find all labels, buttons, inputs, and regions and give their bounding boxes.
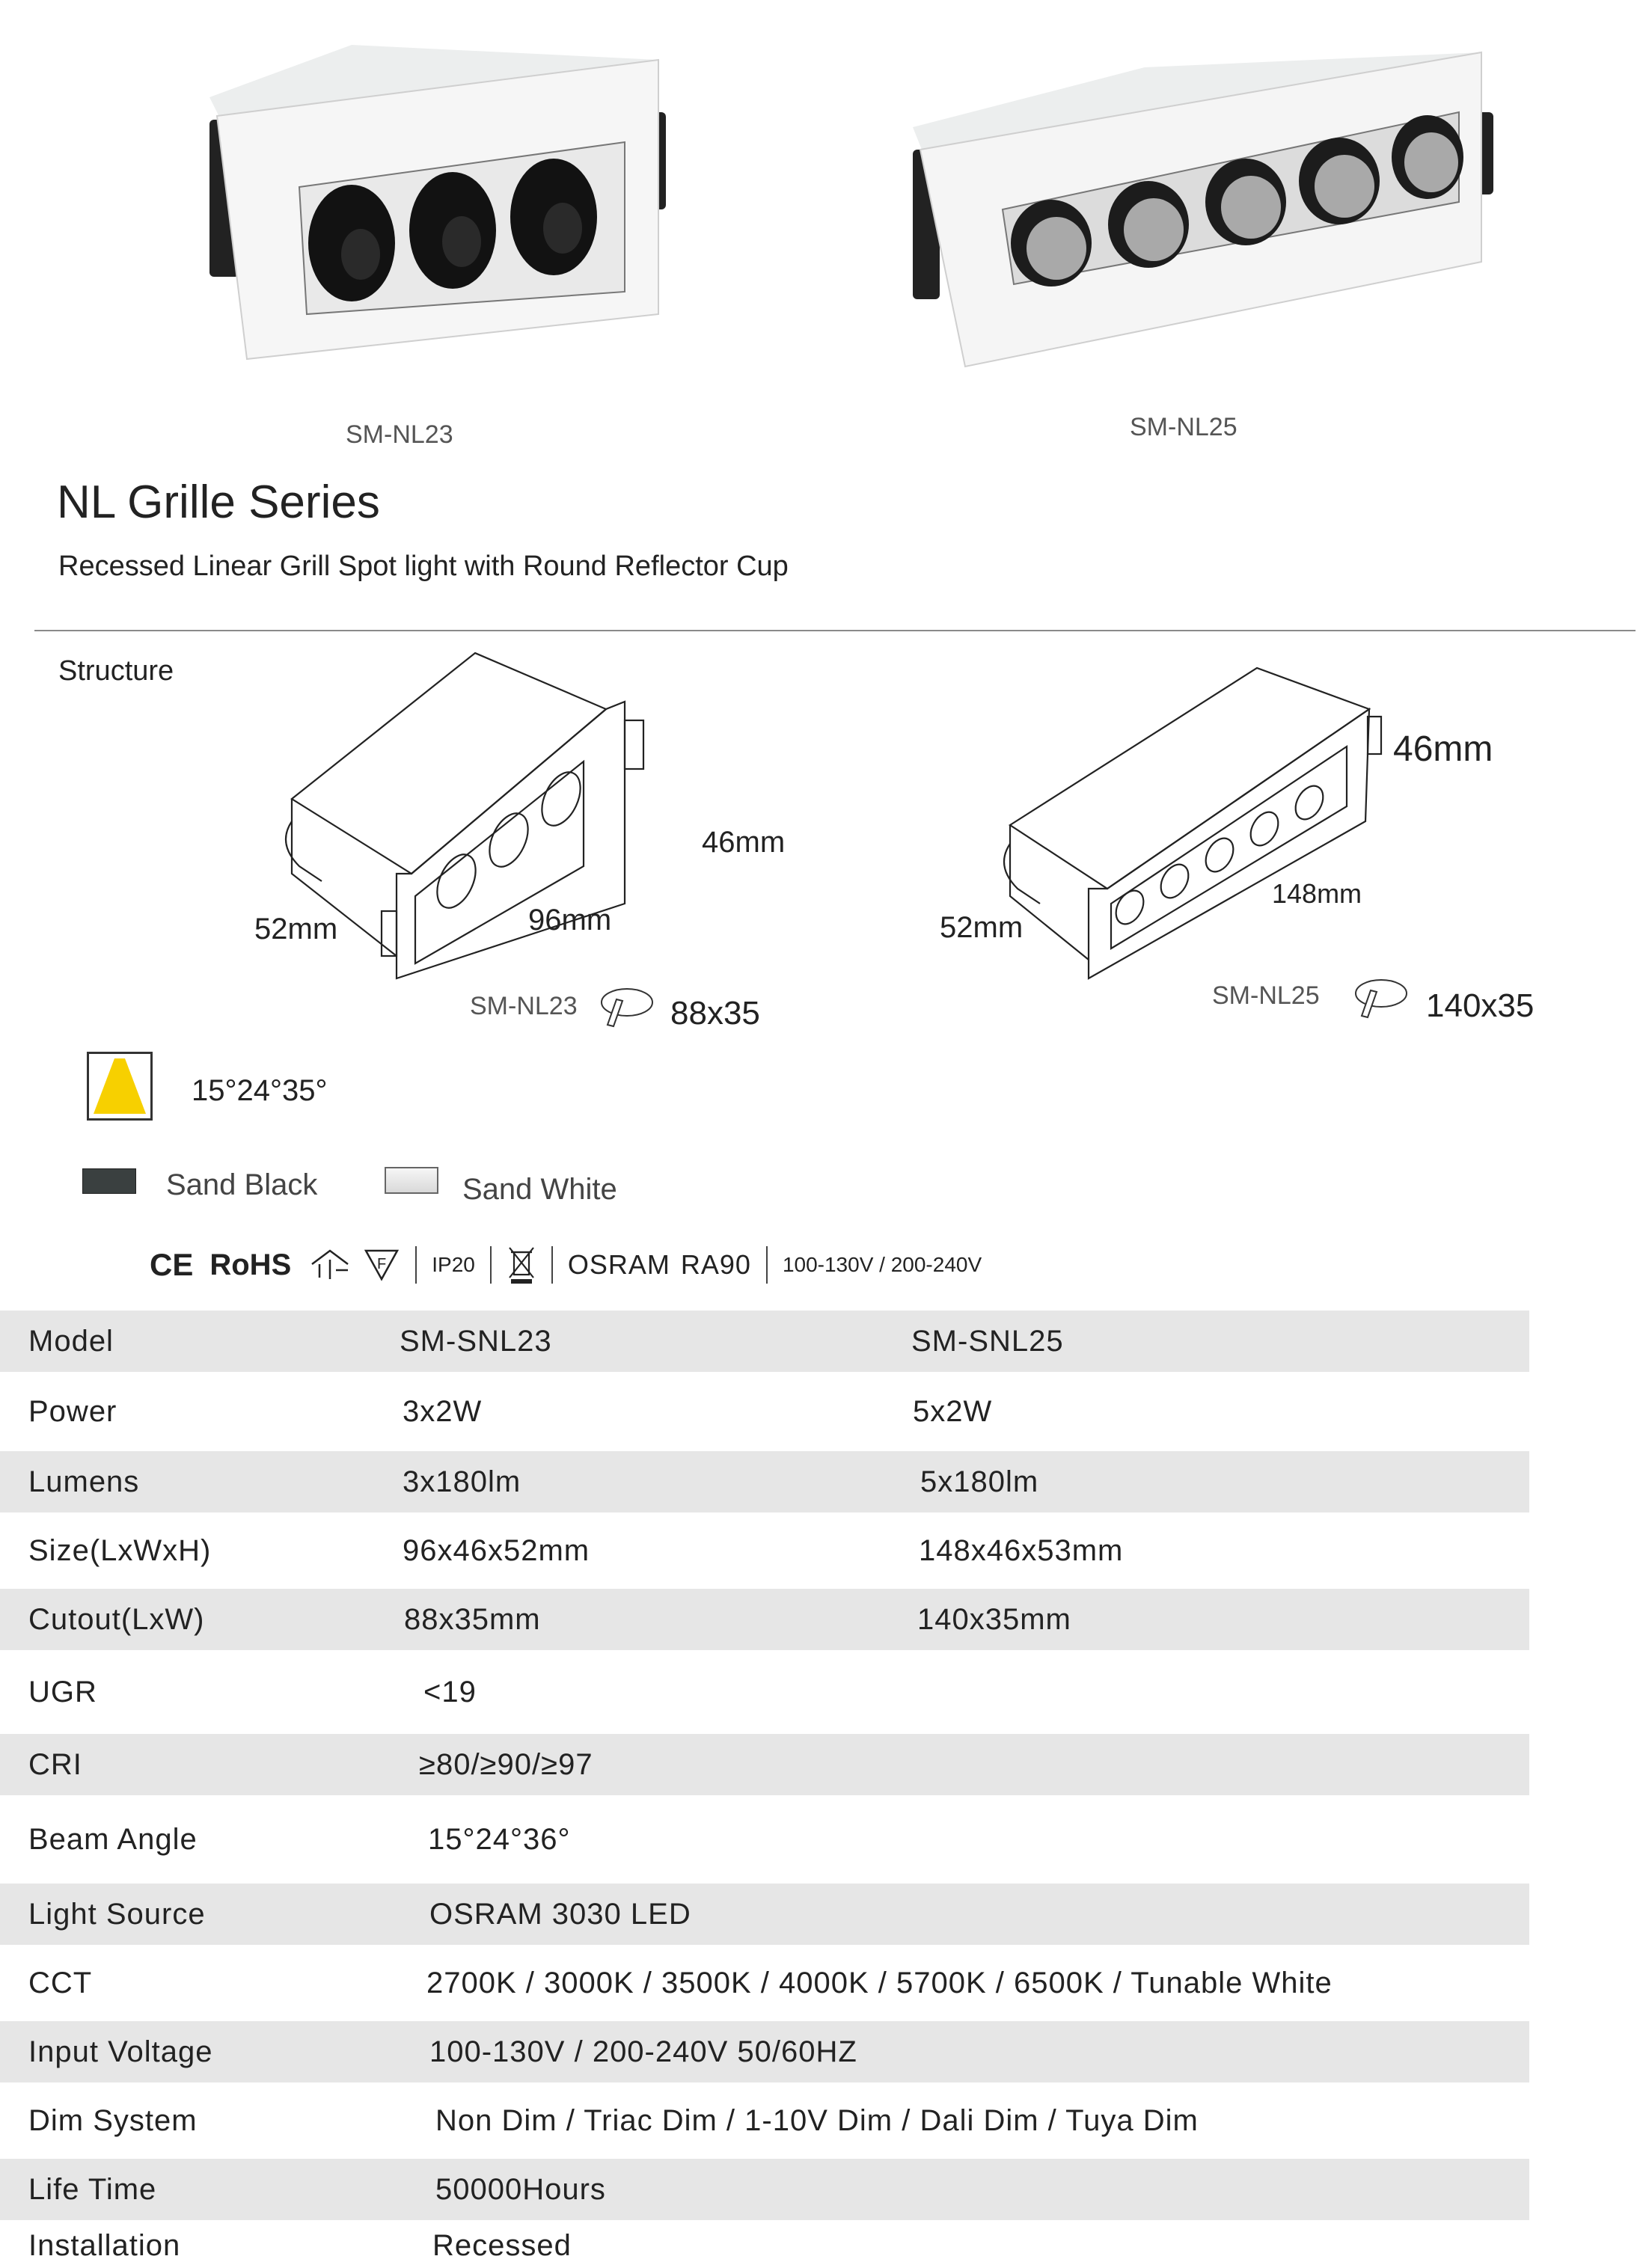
spec-row-model: Model SM-SNL23 SM-SNL25 — [0, 1311, 1529, 1372]
product-caption-nl25: SM-NL25 — [1130, 413, 1237, 441]
voltage-label: 100-130V / 200-240V — [782, 1253, 982, 1276]
dim-depth-left: 52mm — [254, 913, 338, 945]
spec-label: Installation — [28, 2229, 181, 2262]
spec-label: Beam Angle — [28, 1822, 198, 1856]
cutout-icon — [1355, 979, 1407, 1019]
structure-drawing-nl25 — [1003, 666, 1383, 980]
spec-value-nl25: 5x2W — [913, 1394, 993, 1428]
spec-label: Life Time — [28, 2172, 157, 2206]
structure-model-right: SM-NL25 — [1212, 981, 1320, 1010]
spec-value: 2700K / 3000K / 3500K / 4000K / 5700K / … — [426, 1966, 1333, 1999]
section-divider — [34, 630, 1636, 631]
spec-value: Non Dim / Triac Dim / 1-10V Dim / Dali D… — [435, 2103, 1199, 2137]
spec-value: 100-130V / 200-240V 50/60HZ — [429, 2035, 857, 2068]
spec-row-installation: Installation Recessed — [0, 2220, 1529, 2268]
cutout-right: 140x35 — [1426, 987, 1535, 1024]
spec-row-life-time: Life Time 50000Hours — [0, 2159, 1529, 2220]
certification-strip: CE RoHS F IP20 OSRAM RA90 100-130V / 200… — [150, 1242, 982, 1288]
ra-label: RA90 — [680, 1249, 751, 1280]
spec-value: ≥80/≥90/≥97 — [419, 1747, 593, 1781]
cutout-left: 88x35 — [670, 995, 760, 1032]
beam-angle-label: 15°24°35° — [192, 1074, 328, 1107]
spec-value-nl23: SM-SNL23 — [400, 1324, 552, 1358]
dim-length-left: 96mm — [528, 904, 612, 937]
spec-value-nl25: 148x46x53mm — [919, 1533, 1124, 1567]
spec-row-size: Size(LxWxH) 96x46x52mm 148x46x53mm — [0, 1512, 1529, 1589]
structure-label: Structure — [58, 655, 174, 687]
finish-label-sand-white: Sand White — [462, 1173, 617, 1206]
structure-model-left: SM-NL23 — [470, 992, 578, 1020]
insulation-cover-icon — [311, 1249, 349, 1279]
spec-row-cct: CCT 2700K / 3000K / 3500K / 4000K / 5700… — [0, 1945, 1529, 2021]
product-caption-nl23: SM-NL23 — [346, 420, 453, 449]
dim-height-right: 46mm — [1393, 729, 1493, 769]
series-title: NL Grille Series — [57, 476, 380, 528]
weee-bin-icon — [509, 1247, 534, 1284]
spec-value-nl23: 96x46x52mm — [403, 1533, 590, 1567]
product-photo-nl25 — [913, 51, 1493, 368]
spec-row-input-voltage: Input Voltage 100-130V / 200-240V 50/60H… — [0, 2021, 1529, 2082]
spec-label: Power — [28, 1394, 117, 1428]
spec-row-cutout: Cutout(LxW) 88x35mm 140x35mm — [0, 1589, 1529, 1650]
spec-label: Input Voltage — [28, 2035, 213, 2068]
spec-label: CRI — [28, 1747, 82, 1781]
ip-rating: IP20 — [432, 1253, 475, 1276]
spec-row-beam-angle: Beam Angle 15°24°36° — [0, 1795, 1529, 1884]
osram-label: OSRAM — [567, 1249, 670, 1280]
swatch-sand-black — [82, 1168, 136, 1194]
spec-value-nl25: 5x180lm — [920, 1465, 1039, 1498]
spec-table: Model SM-SNL23 SM-SNL25 Power 3x2W 5x2W … — [0, 1311, 1529, 2268]
spec-value-nl23: 3x180lm — [403, 1465, 521, 1498]
spec-value: <19 — [423, 1675, 477, 1708]
rohs-mark: RoHS — [209, 1248, 292, 1281]
ce-mark: CE — [150, 1247, 194, 1282]
spec-row-lumens: Lumens 3x180lm 5x180lm — [0, 1451, 1529, 1512]
spec-row-power: Power 3x2W 5x2W — [0, 1372, 1529, 1451]
spec-label: Model — [28, 1324, 114, 1358]
spec-value-nl25: 140x35mm — [917, 1602, 1071, 1636]
spec-value-nl23: 88x35mm — [404, 1602, 541, 1636]
spec-value: OSRAM 3030 LED — [429, 1897, 691, 1931]
spec-label: CCT — [28, 1966, 93, 1999]
spec-label: Size(LxWxH) — [28, 1533, 212, 1567]
spec-value-nl23: 3x2W — [403, 1394, 483, 1428]
dim-height-left: 46mm — [702, 826, 786, 859]
spec-label: UGR — [28, 1675, 97, 1708]
spec-row-dim-system: Dim System Non Dim / Triac Dim / 1-10V D… — [0, 2082, 1529, 2159]
series-subtitle: Recessed Linear Grill Spot light with Ro… — [58, 551, 789, 582]
swatch-sand-white — [385, 1167, 438, 1194]
spec-label: Light Source — [28, 1897, 206, 1931]
svg-text:F: F — [377, 1256, 386, 1272]
spec-label: Lumens — [28, 1465, 140, 1498]
spec-row-ugr: UGR <19 — [0, 1650, 1529, 1734]
cutout-icon — [601, 988, 653, 1028]
spec-row-cri: CRI ≥80/≥90/≥97 — [0, 1734, 1529, 1795]
product-photo-nl23 — [209, 45, 666, 361]
structure-drawing-nl23 — [284, 652, 645, 980]
spec-value: 15°24°36° — [428, 1822, 571, 1856]
spec-value: 50000Hours — [435, 2172, 606, 2206]
f-mark-icon: F — [364, 1249, 400, 1281]
beam-angle-icon — [87, 1052, 153, 1121]
spec-value-nl25: SM-SNL25 — [911, 1324, 1064, 1358]
spec-value: Recessed — [432, 2229, 572, 2262]
finish-label-sand-black: Sand Black — [166, 1168, 318, 1201]
spec-label: Dim System — [28, 2103, 198, 2137]
dim-length-right: 148mm — [1272, 878, 1362, 909]
spec-label: Cutout(LxW) — [28, 1602, 205, 1636]
spec-row-light-source: Light Source OSRAM 3030 LED — [0, 1884, 1529, 1945]
dim-depth-right: 52mm — [940, 911, 1024, 944]
